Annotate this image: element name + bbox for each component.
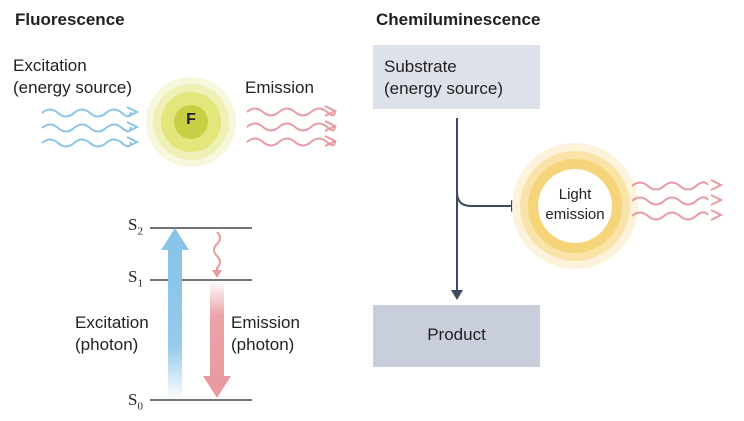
emission-arrow [203, 282, 231, 398]
substrate-label: Substrate (energy source) [384, 56, 503, 100]
emission-photon-label: Emission (photon) [231, 312, 300, 356]
substrate-box [373, 45, 540, 109]
excitation-label-line1: Excitation [13, 56, 87, 75]
substrate-line1: Substrate [384, 57, 457, 76]
reaction-arrows [456, 118, 511, 292]
relaxation-squiggle [213, 231, 221, 274]
product-label: Product [427, 325, 486, 344]
fluorophore [146, 77, 236, 167]
light-emission-glow [512, 143, 638, 269]
level-s1: S1 [128, 267, 143, 290]
light-line2: emission [545, 206, 605, 223]
excitation-waves [41, 106, 140, 148]
light-line1: Light [558, 186, 592, 203]
level-s0: S0 [128, 390, 143, 413]
excitation-arrow [161, 228, 189, 398]
excitation-source-label: Excitation (energy source) [13, 55, 132, 99]
emission-waves [246, 105, 338, 147]
chemiluminescence-title: Chemiluminescence [376, 10, 541, 29]
fluorophore-letter: F [186, 111, 196, 128]
light-emission-waves [631, 179, 724, 221]
energy-levels [150, 227, 252, 401]
excitation-photon-label: Excitation (photon) [75, 312, 149, 356]
emission-photon-line2: (photon) [231, 335, 295, 354]
substrate-line2: (energy source) [384, 79, 504, 98]
level-s2: S2 [128, 215, 143, 238]
excitation-label-line2: (energy source) [13, 78, 133, 97]
emission-label: Emission [245, 78, 314, 97]
fluorescence-title: Fluorescence [15, 10, 125, 29]
excitation-photon-line1: Excitation [75, 313, 149, 332]
light-emission-label: Light emission [535, 185, 615, 225]
product-box [373, 305, 540, 367]
emission-photon-line1: Emission [231, 313, 300, 332]
excitation-photon-line2: (photon) [75, 335, 139, 354]
